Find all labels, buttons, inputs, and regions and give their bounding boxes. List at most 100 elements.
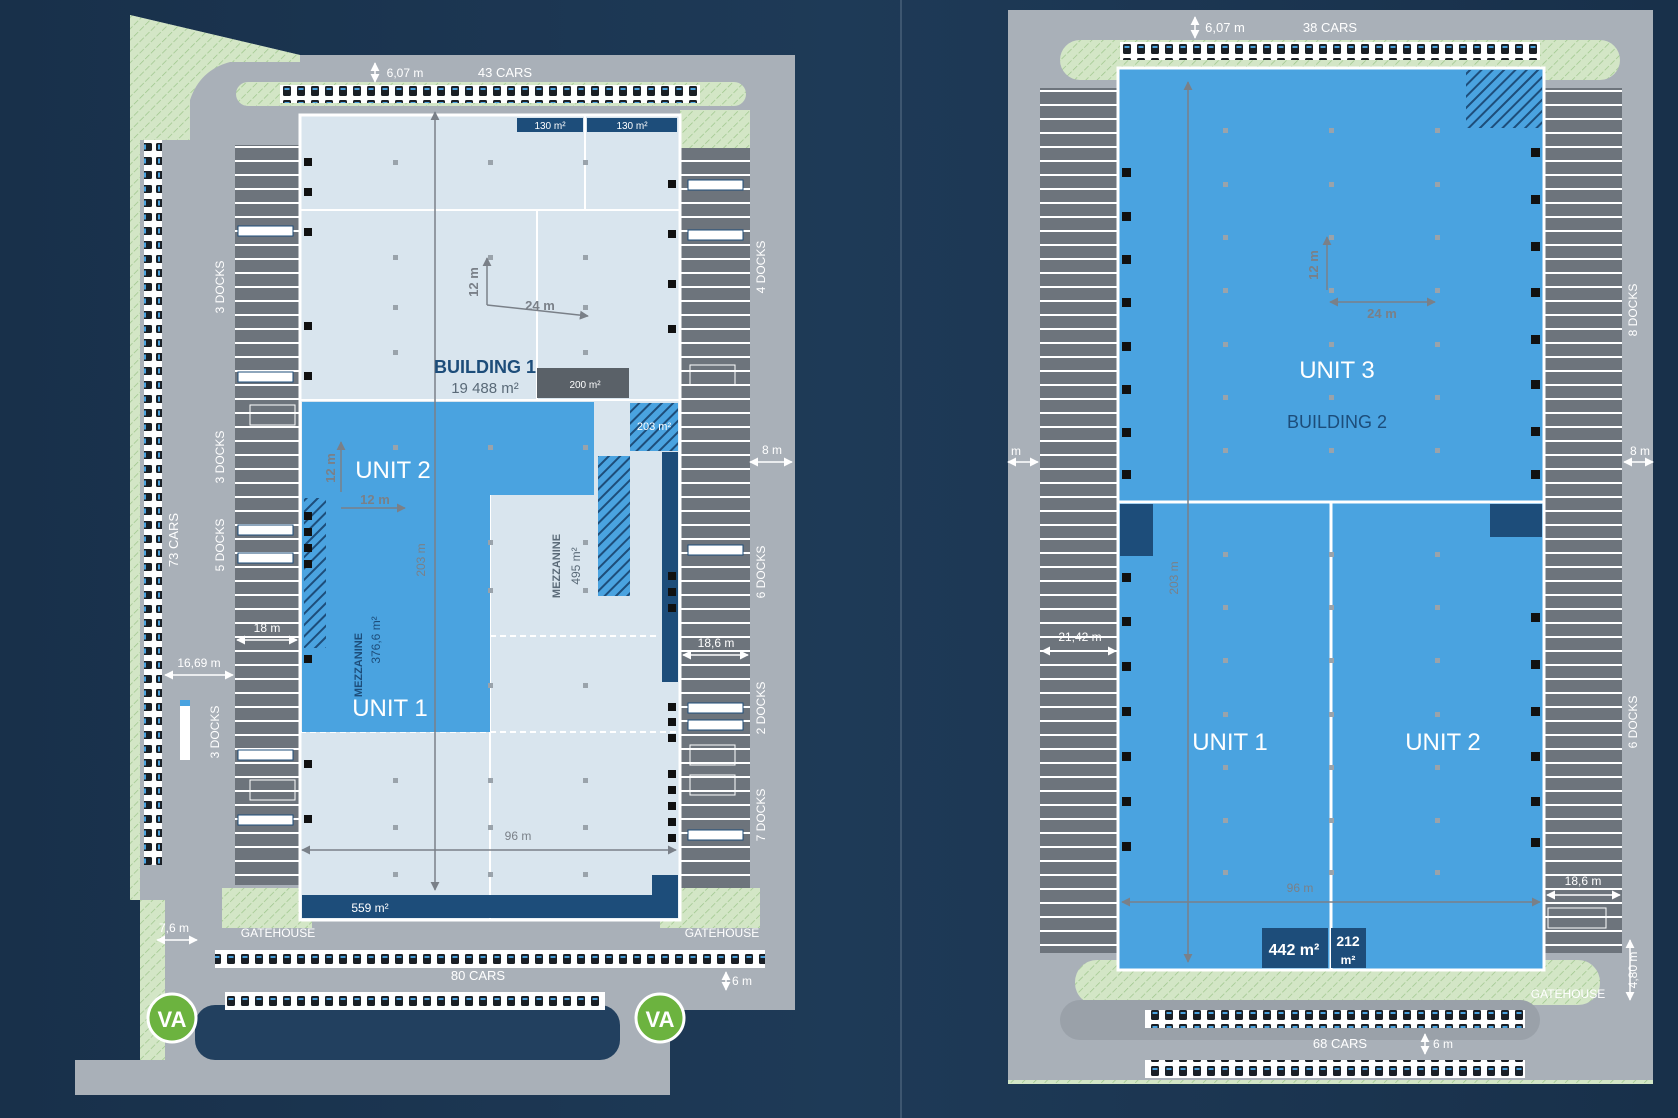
office-right-2 [1490,504,1542,537]
office-442-area: 442 m² [1269,942,1320,959]
dock-yard-left-2 [1040,88,1118,953]
office-hatch-2 [1466,70,1542,128]
mezzanine-2-area: 495 m² [569,547,583,584]
dim-6: 6 m [732,974,752,988]
grid-h-dimension-2: 24 m [1367,306,1397,321]
office-b-area: 130 m² [616,121,648,132]
office-e [302,895,652,918]
unit-3-label: UNIT 3 [1299,357,1375,384]
docks-right-2-2: 6 DOCKS [1626,696,1640,749]
office-212-area: 212 [1336,933,1360,949]
dim-18: 18 m [254,621,281,635]
dim-4-80: 4,80 m [1626,952,1640,989]
unit-2-block [302,402,594,495]
office-d-hatch [630,403,678,451]
unit-h-dimension: 12 m [360,492,390,507]
unit-v-dimension: 12 m [323,453,338,483]
dock-yard-right-2 [1544,88,1622,953]
parking-row-top [280,85,700,103]
docks-right-2: 6 DOCKS [754,546,768,599]
office-c-area: 200 m² [569,380,601,391]
width-dimension-2: 96 m [1287,881,1314,895]
docks-left-1: 3 DOCKS [213,261,227,314]
grid-v-dimension-2: 12 m [1306,250,1321,280]
docks-right-3: 2 DOCKS [754,682,768,735]
office-d-area: 203 m² [637,421,672,433]
entrance-island [195,1005,620,1060]
parking-row-top-2 [1120,42,1540,60]
building-1-title: BUILDING 1 [434,357,536,377]
mezzanine-1-label: MEZZANINE [353,633,365,697]
docks-left-3: 5 DOCKS [213,519,227,572]
length-dimension: 203 m [414,543,428,576]
unit-2-label-2: UNIT 2 [1405,729,1481,756]
parking-count-top: 43 CARS [478,65,533,80]
mezzanine-2-label: MEZZANINE [551,534,563,598]
gatehouse-2: GATEHOUSE [1531,987,1605,1001]
green-area-left [130,15,300,900]
building-2-title: BUILDING 2 [1287,412,1387,432]
unit-1-block [302,495,490,732]
parking-row-bottom-2 [225,992,605,1010]
setback-dimension-2: 6,07 m [1205,20,1245,35]
setback-dimension: 6,07 m [387,66,424,80]
office-442 [1262,928,1328,968]
dim-7-6: 7,6 m [159,921,189,935]
building-1-plan: VA VA BUILDING 1 19 488 m² UNIT 2 UNIT 1… [75,15,795,1095]
entrance-logo-icon: VA [634,992,686,1044]
dock-yard-left [235,145,300,885]
dim-16-69: 16,69 m [177,656,220,670]
gatehouse-left: GATEHOUSE [241,926,315,940]
docks-right-1-2: 8 DOCKS [1626,284,1640,337]
entrance-logo-icon: VA [146,992,198,1044]
dim-21-42: 21,42 m [1058,630,1101,644]
dock-doors-building-2 [1122,148,1540,851]
mezzanine-1-hatch [304,498,326,648]
office-212-unit: m² [1341,953,1356,967]
dim-6-2: 6 m [1433,1037,1453,1051]
building-1-area: 19 488 m² [451,380,519,397]
gate-barrier [180,700,190,760]
grid-v-dimension: 12 m [466,267,481,297]
parking-count-bottom-2: 68 CARS [1313,1036,1368,1051]
office-side-bar [662,452,678,682]
unit-2-label: UNIT 2 [355,457,431,484]
office-b [587,118,677,132]
unit-1-label: UNIT 1 [352,695,428,722]
mezzanine-1-area: 376,6 m² [369,616,383,663]
dim-8: 8 m [762,443,782,457]
grid-h-dimension: 24 m [525,298,555,313]
parking-count-left: 73 CARS [166,513,181,568]
office-e-corner [652,875,678,918]
docks-left-2: 3 DOCKS [213,431,227,484]
building-2-plan: UNIT 3 BUILDING 2 UNIT 1 UNIT 2 442 m² 2… [1007,10,1654,1084]
parking-row-bottom-1 [215,950,765,968]
parking-row-bottom-2b [1145,1060,1525,1078]
office-c [537,368,629,398]
dim-8-right-2: 8 m [1630,444,1650,458]
office-e-area: 559 m² [351,901,388,915]
office-a [517,118,583,132]
svg-text:VA: VA [646,1007,675,1032]
mezzanine-2-hatch [598,456,630,596]
parking-row-bottom-2a [1145,1010,1525,1028]
docks-right-4: 7 DOCKS [754,789,768,842]
dim-18-6-2: 18,6 m [1565,874,1602,888]
width-dimension: 96 m [505,829,532,843]
green-area-bottom-left [222,888,312,928]
dim-8-left-2: m [1011,444,1021,458]
column-grid-building-2 [1223,128,1440,875]
parking-row-left [144,140,162,865]
green-area-top-right [680,110,750,148]
docks-right-1: 4 DOCKS [754,241,768,294]
dock-doors-building-1 [304,158,676,842]
office-212 [1331,928,1366,968]
length-dimension-2: 203 m [1167,561,1181,594]
parking-count-top-2: 38 CARS [1303,20,1358,35]
unit-1-label-2: UNIT 1 [1192,729,1268,756]
parking-count-bottom: 80 CARS [451,968,506,983]
dim-18-6: 18,6 m [698,636,735,650]
docks-left-4: 3 DOCKS [208,706,222,759]
svg-text:VA: VA [158,1007,187,1032]
